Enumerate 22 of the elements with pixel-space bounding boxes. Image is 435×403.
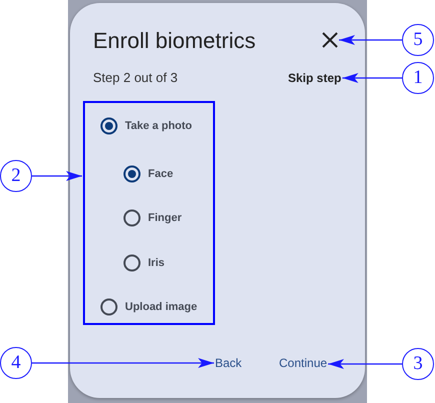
close-icon xyxy=(322,32,338,48)
leader-arrow xyxy=(342,73,402,83)
option-label: Iris xyxy=(148,256,165,270)
dialog-title: Enroll biometrics xyxy=(93,27,256,55)
callout-number: 2 xyxy=(0,160,32,192)
callout-number: 4 xyxy=(0,347,32,379)
skip-link: Skip step xyxy=(288,70,342,86)
option-label: Finger xyxy=(148,211,182,225)
leader-arrow xyxy=(339,35,402,45)
option-label: Take a photo xyxy=(125,119,192,133)
highlight-frame xyxy=(83,101,215,325)
step-counter: Step 2 out of 3 xyxy=(93,70,178,86)
option-label: Face xyxy=(148,167,174,181)
leader-arrow xyxy=(32,171,82,181)
callout-number: 1 xyxy=(402,62,434,94)
callout-number: 3 xyxy=(402,348,434,380)
callout-number: 5 xyxy=(402,24,434,56)
leader-arrow xyxy=(328,359,402,369)
option-label: Upload image xyxy=(125,300,198,314)
continue-link: Continue xyxy=(279,355,328,371)
back-link: Back xyxy=(215,355,242,371)
leader-arrow xyxy=(32,358,214,368)
